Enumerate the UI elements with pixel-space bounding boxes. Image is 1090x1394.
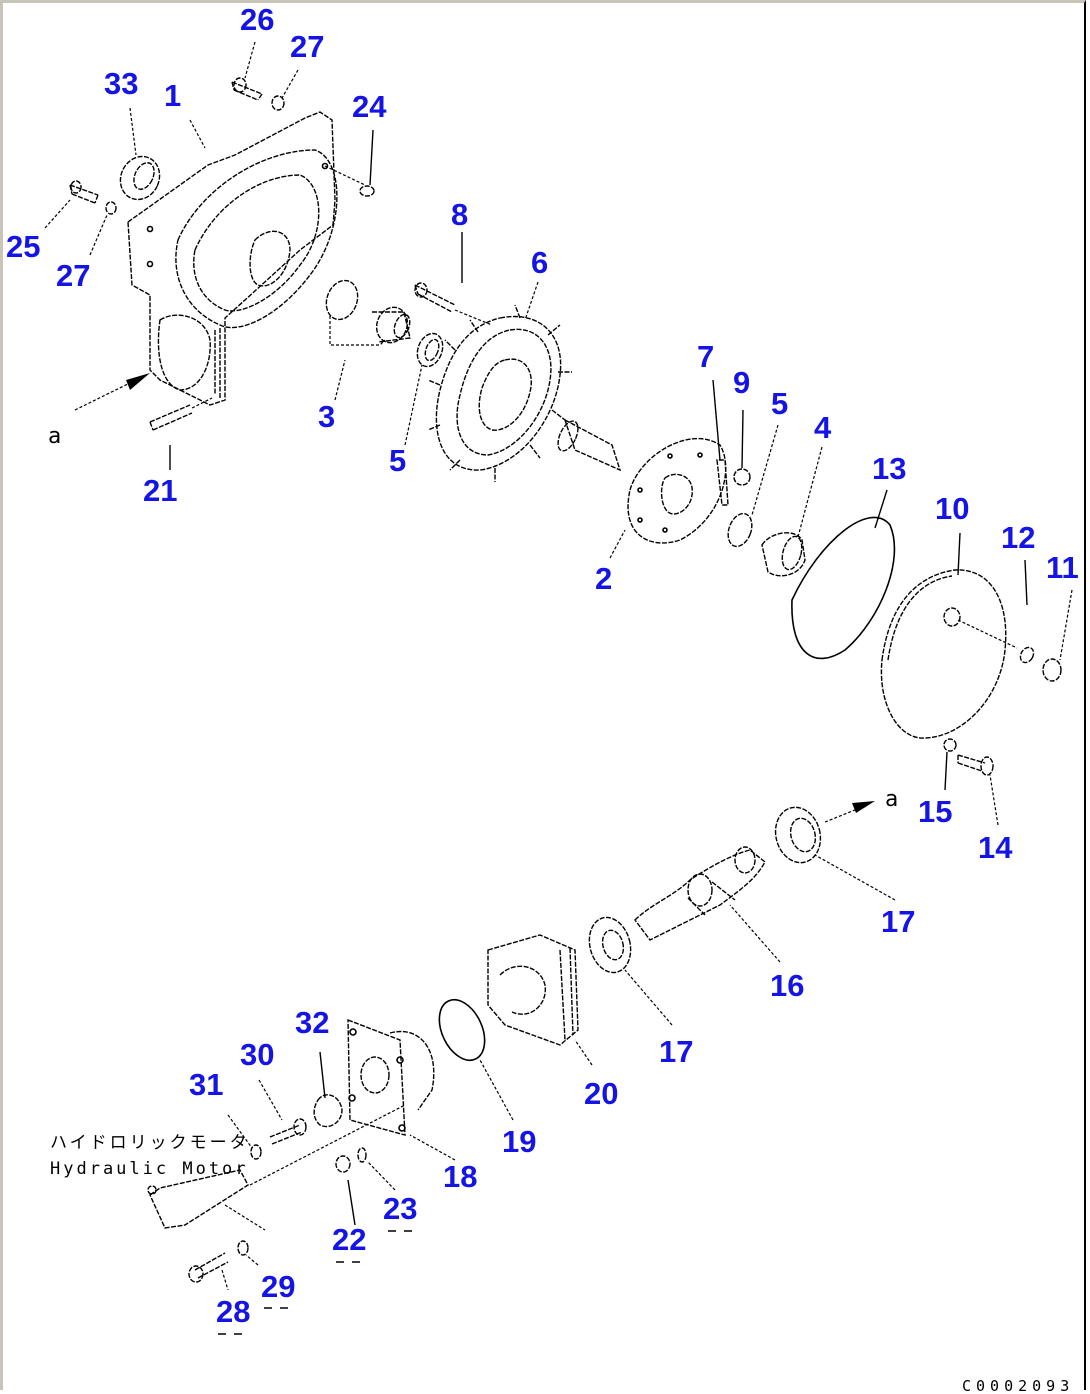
callout-16: 16: [770, 968, 804, 1003]
reference-mark-a-right: a: [885, 787, 898, 812]
part-16-shaft: [634, 846, 766, 941]
callout-8: 8: [451, 197, 468, 232]
part-11-nut: [1042, 658, 1062, 682]
part-17-bearing-lower: [588, 916, 632, 974]
callout-31: 31: [189, 1067, 223, 1102]
callout-22: 22: [332, 1222, 366, 1257]
callout-21: 21: [143, 473, 177, 508]
part-19-o-ring: [438, 998, 486, 1062]
callout-2: 2: [595, 561, 612, 596]
part-30-bolt: [269, 1118, 307, 1145]
reference-arrow-lower: [824, 801, 875, 823]
part-8-bolt: [414, 282, 493, 326]
part-25-bolt: [69, 180, 99, 204]
part-4-bushing: [761, 532, 806, 577]
callout-19: 19: [502, 1124, 536, 1159]
callout-6: 6: [531, 245, 548, 280]
callout-11: 11: [1046, 550, 1079, 585]
callout-26: 26: [240, 2, 274, 37]
part-7-pin: [716, 459, 729, 506]
part-2-carrier: [557, 418, 727, 544]
part-13-o-ring: [791, 516, 896, 660]
callout-27-left: 27: [56, 258, 90, 293]
part-20-case: [487, 934, 579, 1046]
callout-29: 29: [261, 1269, 295, 1304]
part-24-plug: [324, 165, 375, 197]
part-3-bearing: [325, 279, 411, 346]
callout-5-left: 5: [389, 443, 406, 478]
part-27-washer-left: [105, 201, 117, 215]
callout-15: 15: [918, 794, 952, 829]
part-22-nut: [335, 1155, 351, 1173]
part-26-bolt: [231, 77, 263, 101]
part-14-bolt: [957, 754, 994, 776]
reference-arrow-upper: [74, 373, 150, 411]
reference-mark-a-left: a: [48, 424, 61, 449]
callout-7: 7: [697, 339, 714, 374]
callout-24: 24: [352, 89, 387, 124]
leader-lines: [44, 41, 1073, 1291]
part-21-stud: [149, 397, 213, 431]
part-29-washer: [237, 1240, 249, 1256]
callout-3: 3: [318, 399, 335, 434]
callout-27-top: 27: [290, 29, 324, 64]
part-6-gear: [427, 304, 572, 482]
callout-17-upper: 17: [881, 904, 915, 939]
part-28-bolt: [188, 1252, 229, 1283]
callout-1: 1: [164, 78, 181, 113]
callout-23: 23: [383, 1191, 417, 1226]
callout-14: 14: [978, 830, 1013, 865]
callout-18: 18: [443, 1159, 477, 1194]
drawing-number: C0002093: [962, 1377, 1074, 1394]
callout-labels: 33 1 26 27 24 25 27 21 3 5 8 6 7 9 5 4 2…: [6, 2, 1079, 1329]
callout-4: 4: [814, 410, 832, 445]
part-12-plug: [1019, 646, 1035, 664]
part-1-housing: [127, 111, 338, 406]
callout-9: 9: [733, 365, 750, 400]
callout-underlines: [218, 1230, 420, 1335]
part-31-washer: [250, 1144, 262, 1160]
callout-30: 30: [240, 1037, 274, 1072]
part-18-motor-cover: [347, 1018, 435, 1136]
part-9-nut: [733, 468, 751, 486]
part-23-washer: [357, 1147, 367, 1163]
part-5-spacer-left: [416, 332, 444, 368]
callout-17-lower: 17: [659, 1034, 693, 1069]
callout-20: 20: [584, 1076, 618, 1111]
part-33-cap: [119, 155, 161, 201]
part-27-washer-top: [271, 95, 285, 111]
callout-33: 33: [104, 66, 138, 101]
callout-10: 10: [935, 491, 969, 526]
part-5-spacer-right: [727, 512, 753, 548]
callout-13: 13: [872, 451, 906, 486]
callout-12: 12: [1001, 520, 1035, 555]
note-hydraulic-motor-en: Hydraulic Motor: [50, 1159, 249, 1179]
part-17-bearing-upper: [774, 806, 822, 864]
callout-5-right: 5: [771, 386, 788, 421]
part-32-gasket: [313, 1094, 343, 1128]
note-hydraulic-motor-jp: ハイドロリックモータ: [50, 1133, 250, 1153]
callout-28: 28: [216, 1294, 250, 1329]
part-15-washer: [943, 738, 957, 752]
callout-25: 25: [6, 229, 40, 264]
hydraulic-motor: [147, 1104, 406, 1231]
callout-32: 32: [295, 1005, 329, 1040]
part-10-cover: [880, 569, 1018, 739]
